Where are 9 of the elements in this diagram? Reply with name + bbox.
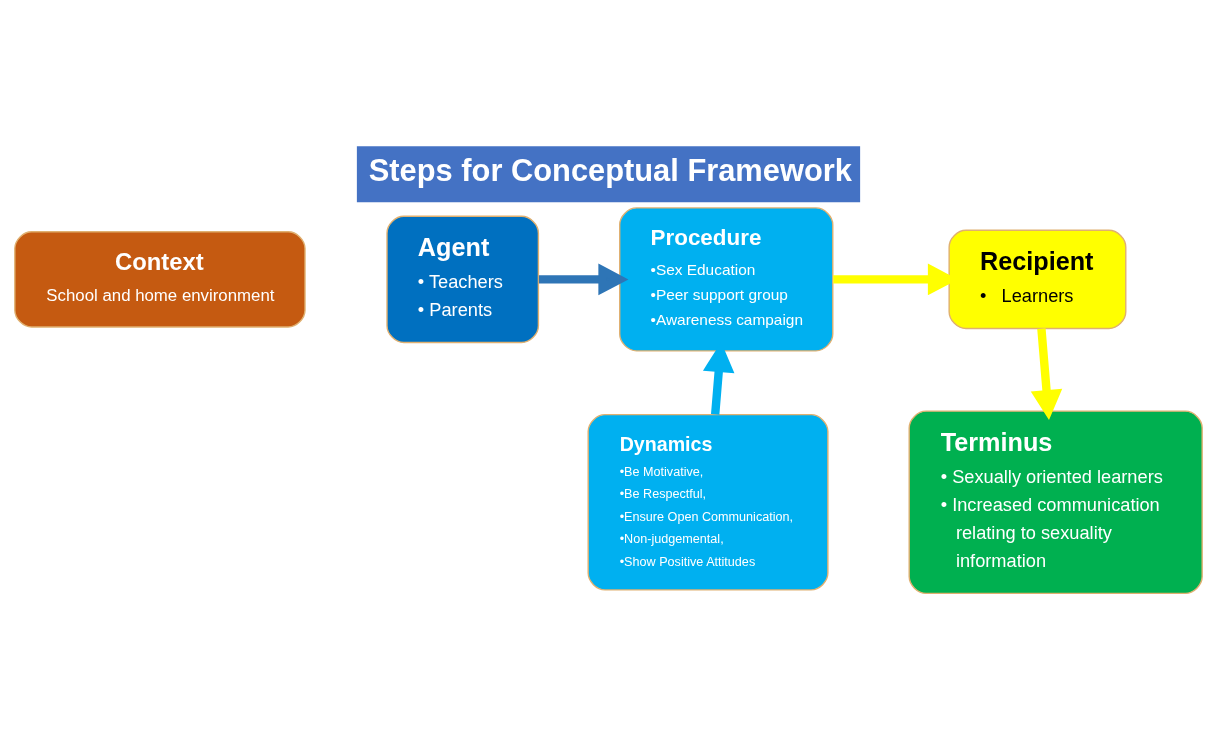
arrow [538, 263, 629, 295]
diagram-title: Steps for Conceptual Framework [368, 152, 852, 188]
arrow [1030, 327, 1063, 420]
node-box: Context School and home environment [14, 230, 306, 328]
node-box: Agent • Teachers • Parents [386, 215, 540, 343]
node-box: Dynamics •Be Motivative, •Be Respectful, •Ensure Open Communication, •Non-judgemental, •Show Positive Attitudes [587, 413, 829, 591]
node-box: Recipient • Learners [948, 229, 1127, 329]
node-box: Terminus • Sexually oriented learners • Increased communication relating to sexuality information [908, 409, 1203, 594]
node-box: Procedure •Sex Education •Peer support group •Awareness campaign [619, 206, 834, 352]
